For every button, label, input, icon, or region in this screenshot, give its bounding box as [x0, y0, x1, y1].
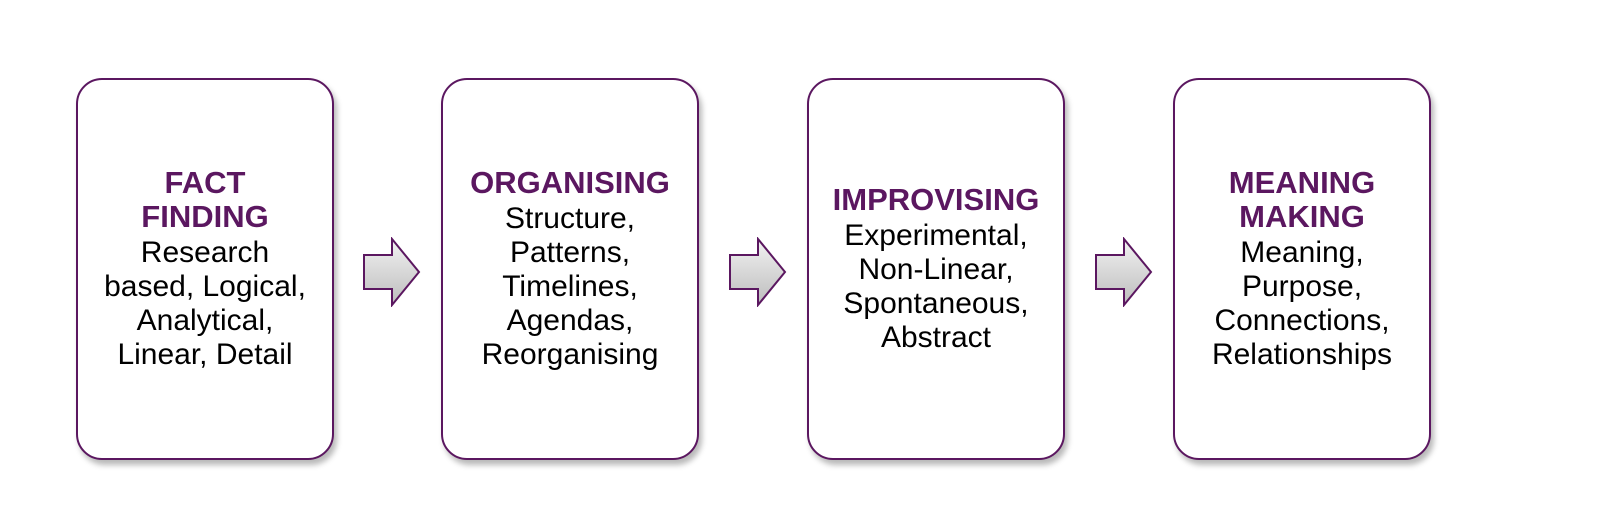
stage-title: ORGANISING: [470, 166, 670, 200]
stage-title: IMPROVISING: [833, 183, 1040, 217]
right-arrow-icon: [363, 237, 421, 307]
stage-description: Structure, Patterns, Timelines, Agendas,…: [482, 202, 659, 372]
right-arrow-icon: [729, 237, 787, 307]
title-line: MAKING: [1239, 199, 1365, 234]
description-line: Analytical,: [136, 304, 274, 337]
stage-card-improvising: IMPROVISING Experimental, Non-Linear, Sp…: [807, 78, 1065, 460]
description-line: Abstract: [880, 321, 992, 354]
description-line: Meaning,: [1240, 236, 1364, 269]
stage-card-organising: ORGANISING Structure, Patterns, Timeline…: [441, 78, 699, 460]
description-line: Spontaneous,: [843, 287, 1029, 320]
title-line: FACT: [164, 165, 246, 200]
description-line: Purpose,: [1241, 270, 1363, 303]
title-line: IMPROVISING: [832, 182, 1040, 217]
stage-card-fact-finding: FACT FINDING Research based, Logical, An…: [76, 78, 334, 460]
description-line: Experimental,: [844, 219, 1028, 252]
description-line: Research: [140, 236, 270, 269]
stage-description: Experimental, Non-Linear, Spontaneous, A…: [843, 219, 1028, 355]
title-line: ORGANISING: [470, 165, 670, 200]
stage-description: Meaning, Purpose, Connections, Relations…: [1212, 236, 1392, 372]
stage-title: MEANING MAKING: [1229, 166, 1375, 234]
stage-description: Research based, Logical, Analytical, Lin…: [104, 236, 306, 372]
stage-title: FACT FINDING: [141, 166, 268, 234]
description-line: Agendas,: [506, 304, 634, 337]
description-line: Non-Linear,: [858, 253, 1014, 286]
description-line: Timelines,: [502, 270, 638, 303]
description-line: Relationships: [1211, 338, 1393, 371]
description-line: Linear, Detail: [117, 338, 293, 371]
stage-card-meaning-making: MEANING MAKING Meaning, Purpose, Connect…: [1173, 78, 1431, 460]
description-line: Connections,: [1214, 304, 1390, 337]
description-line: Reorganising: [481, 338, 659, 371]
description-line: Structure,: [504, 202, 636, 235]
title-line: FINDING: [141, 199, 269, 234]
description-line: Patterns,: [509, 236, 631, 269]
right-arrow-icon: [1095, 237, 1153, 307]
title-line: MEANING: [1228, 165, 1376, 200]
description-line: based, Logical,: [104, 270, 306, 303]
